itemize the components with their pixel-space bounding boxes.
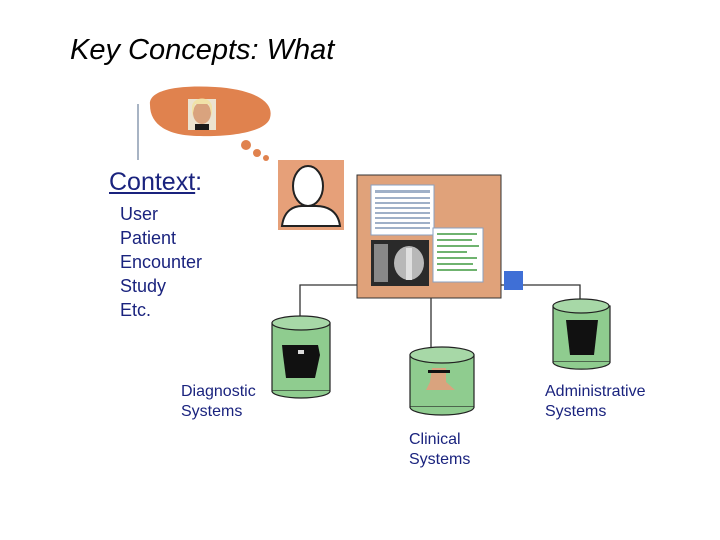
clinical-workstation-icon <box>356 174 502 299</box>
database-cylinder-icon <box>409 346 475 416</box>
context-heading-colon: : <box>195 168 203 196</box>
database-cylinder-icon <box>271 315 331 399</box>
patient-list-screen <box>370 184 435 236</box>
clinical-label-line-1: Clinical <box>409 431 461 448</box>
context-item-encounter: Encounter <box>120 252 203 272</box>
face-portrait-icon <box>188 98 216 130</box>
context-heading: Context: <box>109 168 202 197</box>
context-list: User Patient Encounter Study Etc. <box>120 202 202 322</box>
administrative-systems-label: Administrative Systems <box>545 382 645 422</box>
diagnostic-label-line-1: Diagnostic <box>181 383 256 400</box>
connector-diagnostic <box>299 284 360 322</box>
context-heading-word: Context <box>109 168 196 196</box>
page-title: Key Concepts: What <box>70 34 335 66</box>
context-item-user: User <box>120 204 159 224</box>
clinical-systems-label: Clinical Systems <box>409 430 470 470</box>
clinical-label-line-2: Systems <box>409 451 471 468</box>
context-item-patient: Patient <box>120 228 177 248</box>
user-silhouette-icon <box>278 160 344 230</box>
blue-square-marker <box>504 271 523 290</box>
thought-bubble-icon <box>149 86 271 161</box>
diagnostic-label-line-2: Systems <box>181 403 243 420</box>
administrative-label-line-1: Administrative <box>545 383 646 400</box>
results-screen <box>432 227 484 283</box>
administrative-label-line-2: Systems <box>545 403 607 420</box>
diagnostic-systems-label: Diagnostic Systems <box>181 382 256 422</box>
context-item-etc: Etc. <box>120 300 152 320</box>
context-item-study: Study <box>120 276 167 296</box>
database-cylinder-icon <box>552 298 611 370</box>
